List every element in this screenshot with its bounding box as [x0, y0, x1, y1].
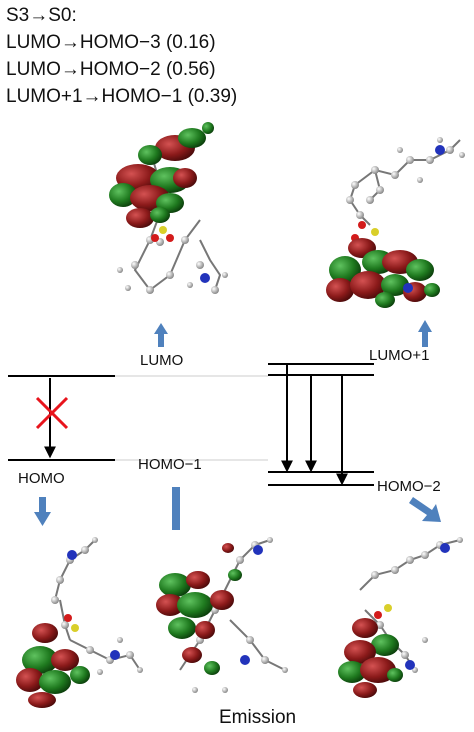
transition-line: LUMO→HOMO−3 (0.16)	[6, 32, 216, 53]
homo-label: HOMO	[18, 470, 65, 487]
lumo-label: LUMO	[140, 352, 183, 369]
homo-minus-2-label: HOMO−2	[377, 478, 441, 495]
homo-pointer-arrow	[34, 497, 51, 526]
homo-minus-1-pointer-bar	[172, 487, 180, 530]
emission-arrows	[281, 365, 348, 486]
lumo-plus-1-pointer-arrow	[418, 320, 432, 347]
homo-minus-1-label: HOMO−1	[138, 456, 202, 473]
lumo-pointer-arrow	[154, 323, 168, 347]
transition-line: LUMO→HOMO−2 (0.56)	[6, 59, 216, 80]
homo-minus-2-pointer-arrow	[409, 497, 441, 522]
homo-minus-1-orbital-image	[156, 537, 288, 693]
lumo-orbital-image	[109, 122, 228, 294]
transition-line: LUMO+1→HOMO−1 (0.39)	[6, 86, 238, 107]
homo-minus-2-orbital-image	[338, 537, 463, 698]
homo-orbital-image	[16, 537, 143, 708]
transition-list: S3→S0: LUMO→HOMO−3 (0.16) LUMO→HOMO−2 (0…	[6, 2, 237, 110]
lumo-plus-1-orbital-image	[326, 137, 465, 308]
faint-connectors	[115, 375, 268, 461]
blocked-cross-icon	[35, 396, 69, 430]
orbital-pointer-arrows	[34, 320, 441, 530]
emission-caption: Emission	[219, 707, 296, 728]
transition-header: S3→S0:	[6, 5, 77, 26]
lumo-plus-1-label: LUMO+1	[369, 347, 429, 364]
